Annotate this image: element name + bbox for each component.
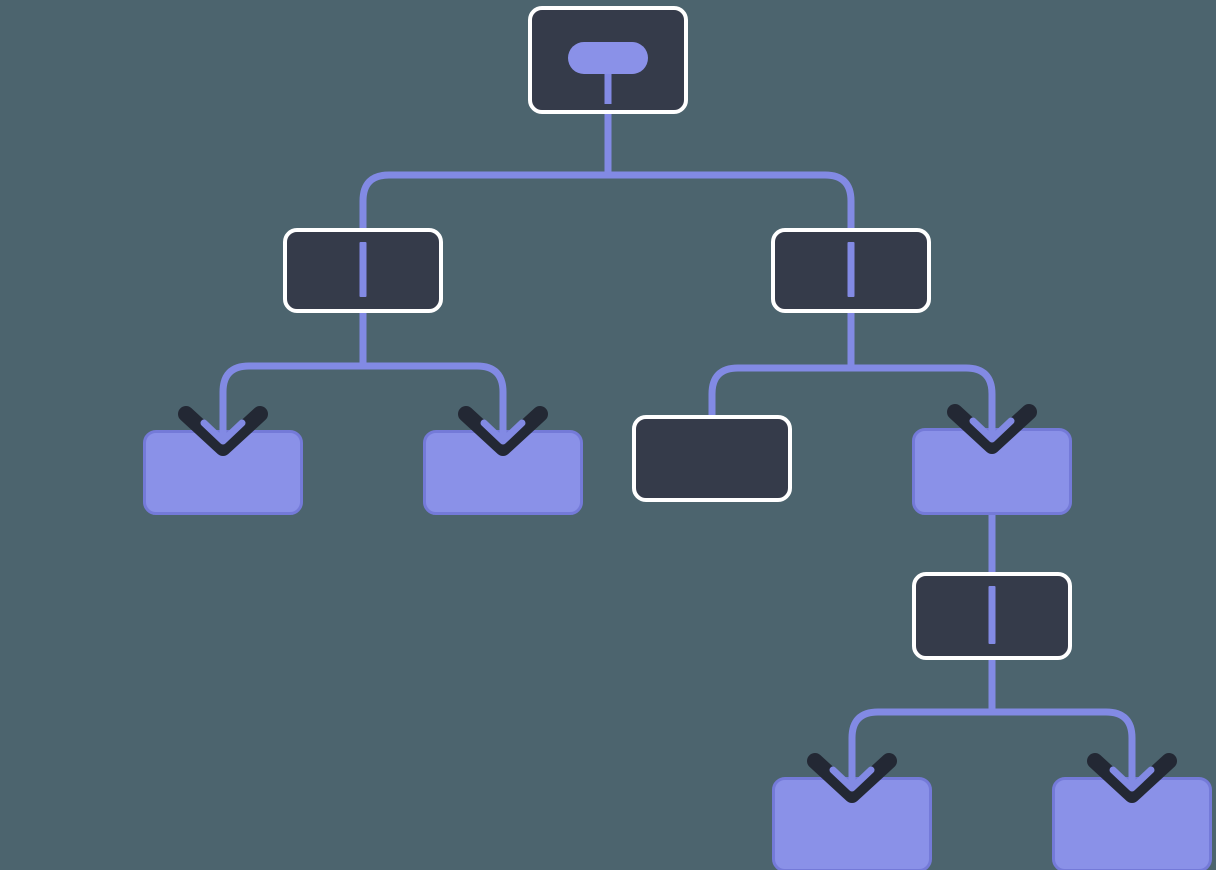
node-leaf-left-1[interactable] [143, 396, 303, 515]
connector-edge-bottom-rail [848, 708, 1136, 781]
arrow-chevron-icon [458, 396, 548, 456]
arrow-chevron-icon [178, 396, 268, 456]
pill-root-icon [568, 42, 648, 74]
node-dark-empty[interactable] [632, 415, 792, 502]
pass-through-line-icon [359, 242, 367, 297]
connector-edge-right-rail [708, 364, 996, 432]
connector-edge-left-rail [219, 362, 507, 436]
arrow-chevron-icon [947, 394, 1037, 454]
node-branch-right[interactable] [771, 228, 931, 313]
pass-through-line-icon [988, 586, 996, 644]
connector-edge-top-rail [359, 171, 855, 230]
node-purple-mid[interactable] [912, 394, 1072, 515]
node-root[interactable] [528, 6, 688, 114]
arrow-chevron-icon [1087, 743, 1177, 803]
node-branch-left[interactable] [283, 228, 443, 313]
node-leaf-bottom-1[interactable] [772, 743, 932, 870]
arrow-chevron-icon [807, 743, 897, 803]
node-branch-lower[interactable] [912, 572, 1072, 660]
pill-stem-line [604, 72, 612, 104]
node-leaf-bottom-2[interactable] [1052, 743, 1212, 870]
node-leaf-left-2[interactable] [423, 396, 583, 515]
pass-through-line-icon [847, 242, 855, 297]
